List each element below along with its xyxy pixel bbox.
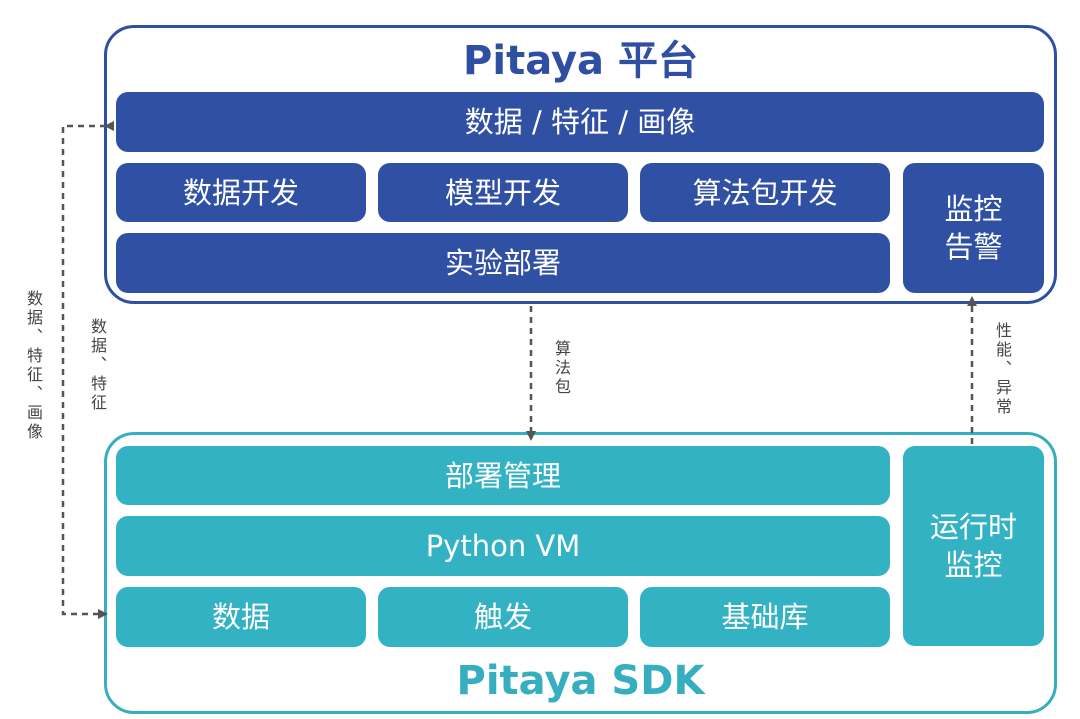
sdk-title: Pitaya SDK [456, 658, 705, 704]
alert-label: 告警 [944, 230, 1003, 264]
left-inner-arrow-label: 数据、特征 [88, 318, 107, 413]
experiment-deployment-box: 实验部署 [116, 233, 890, 293]
python-vm-box: Python VM [116, 516, 890, 576]
algorithm-package-development-box: 算法包开发 [640, 163, 890, 222]
sdk-data-box: 数据 [116, 587, 366, 647]
performance-exception-arrow-label: 性能、异常 [993, 322, 1012, 417]
runtime-monitoring-box: 运行时 监控 [903, 446, 1044, 646]
model-development-box: 模型开发 [378, 163, 628, 222]
monitoring-alert-box: 监控 告警 [903, 163, 1044, 293]
trigger-box: 触发 [378, 587, 628, 647]
runtime-label: 运行时 [929, 510, 1017, 544]
deployment-management-box: 部署管理 [116, 446, 890, 505]
left-bidirectional-arrow [61, 121, 114, 619]
monitoring-label: 监控 [944, 192, 1003, 226]
algorithm-package-arrow-label: 算法包 [552, 340, 571, 397]
base-library-box: 基础库 [640, 587, 890, 647]
left-outer-arrow-label: 数据、特征、画像 [24, 290, 43, 442]
runtime-monitoring-label: 监控 [944, 548, 1003, 582]
data-feature-profile-bar: 数据 / 特征 / 画像 [116, 92, 1044, 152]
data-development-box: 数据开发 [116, 163, 366, 222]
platform-title: Pitaya 平台 [463, 38, 698, 84]
